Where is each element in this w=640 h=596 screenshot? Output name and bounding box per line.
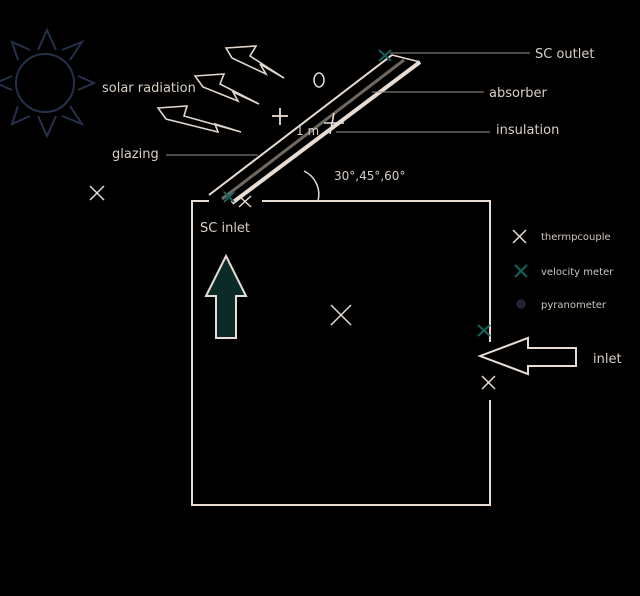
thermocouple-icon — [330, 304, 352, 326]
glazing-label: glazing — [112, 147, 159, 162]
glazing-line — [208, 54, 393, 196]
absorber-label: absorber — [489, 86, 548, 101]
plus-marker-icon — [272, 108, 288, 125]
legend-pyranometer-label: pyranometer — [541, 300, 607, 311]
inlet-label: inlet — [593, 352, 622, 367]
thermocouple-icon — [89, 185, 105, 201]
insulation-line — [230, 60, 422, 205]
collector-length-label: 1 m — [296, 124, 319, 138]
plus-marker-icon — [324, 112, 344, 135]
pointer-lines — [166, 52, 530, 156]
sc-inlet-label: SC inlet — [200, 221, 250, 236]
insulation-label: insulation — [496, 123, 559, 138]
tilt-angle-arc — [303, 170, 320, 202]
velocity-meter-icon — [378, 49, 392, 62]
velocity-meter-icon — [477, 324, 491, 337]
velocity-meter-icon — [223, 191, 235, 203]
thermocouple-icon — [238, 195, 252, 208]
legend-velocity-meter-label: velocity meter — [541, 267, 614, 278]
legend-thermocouple-label: thermpcouple — [541, 232, 611, 243]
sc-inlet-arrow — [204, 253, 248, 339]
sun-icon — [0, 27, 97, 139]
radiation-bolt-icon — [156, 105, 242, 134]
chimney-room — [191, 200, 491, 506]
pyranometer-sensor — [313, 72, 325, 88]
solar-collector — [208, 54, 422, 205]
solar-radiation-label: solar radiation — [102, 81, 196, 96]
radiation-bolt-icon — [193, 45, 285, 105]
sc-outlet-label: SC outlet — [535, 47, 594, 62]
legend-thermocouple-icon — [512, 229, 527, 244]
tilt-angles-label: 30°,45°,60° — [334, 169, 405, 183]
room-inlet-arrow — [477, 336, 577, 376]
legend-pyranometer-icon — [516, 299, 526, 309]
legend-velocity-meter-icon — [514, 264, 528, 278]
absorber-line — [221, 58, 405, 201]
thermocouple-icon — [481, 375, 496, 390]
